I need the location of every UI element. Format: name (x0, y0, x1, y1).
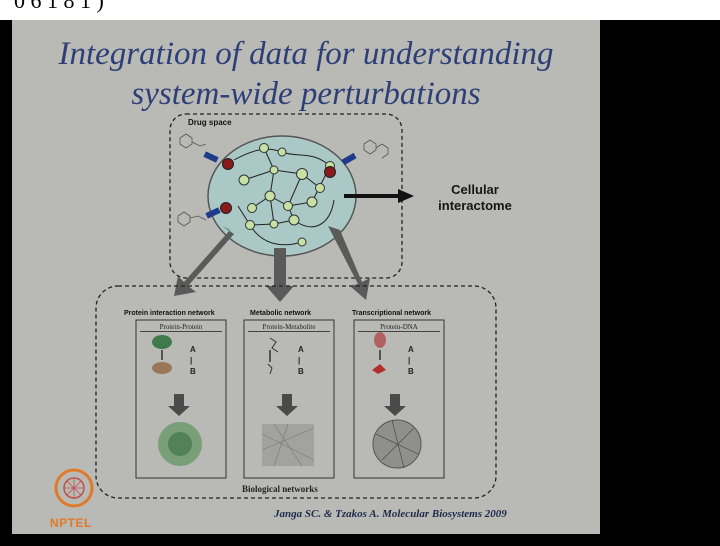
nptel-logo (54, 468, 94, 508)
label-a: A (190, 345, 196, 354)
panel-metabolic-box (243, 319, 335, 479)
label-b: B (408, 367, 414, 376)
drug-target-nodes (220, 158, 336, 214)
panel-header-transcriptional: Protein-DNA (358, 323, 440, 332)
panel-protein-ab: A|B (190, 345, 196, 376)
citation: Janga SC. & Tzakos A. Molecular Biosyste… (274, 508, 507, 520)
panel-protein-box (135, 319, 227, 479)
panel-title-transcriptional: Transcriptional network (352, 310, 431, 317)
panel-transcriptional-ab: A|B (408, 345, 414, 376)
biological-networks-box (95, 285, 497, 499)
drug-space-label: Drug space (188, 118, 232, 127)
panel-metabolic-ab: A|B (298, 345, 304, 376)
down-arrow-left (174, 226, 234, 296)
slide-title-line-1: Integration of data for understanding (58, 36, 554, 72)
down-arrow-middle (266, 248, 294, 302)
slide: Integration of data for understanding sy… (12, 20, 600, 534)
down-arrow-right (328, 226, 370, 300)
panel-title-metabolic: Metabolic network (250, 310, 312, 317)
panel-down-arrows (168, 394, 406, 416)
biological-networks-label: Biological networks (242, 484, 318, 494)
drug-connectors (203, 151, 357, 219)
cellular-label-line-2: interactome (438, 198, 512, 213)
panel-title-protein: Protein interaction network (124, 310, 215, 317)
drug-molecules (177, 133, 389, 227)
label-a: A (298, 345, 304, 354)
panel-header-protein: Protein-Protein (140, 323, 222, 332)
top-strip: 0 6 1 8 1 ) (0, 0, 720, 20)
header-fragment: 0 6 1 8 1 ) (14, 0, 104, 13)
cellular-label-line-1: Cellular (451, 182, 499, 197)
diagram (54, 113, 497, 508)
label-b: B (190, 367, 196, 376)
panel-transcriptional-box (353, 319, 445, 479)
interactome-arrow-head (398, 189, 414, 203)
protein-glyphs (152, 332, 386, 375)
slide-title-line-2: system-wide perturbations (131, 76, 481, 112)
panel-header-metabolic: Protein-Metabolite (248, 323, 330, 332)
label-a: A (408, 345, 414, 354)
label-b: B (298, 367, 304, 376)
cellular-interactome-label: Cellular interactome (420, 182, 530, 214)
nptel-logo-text: NPTEL (50, 516, 92, 530)
